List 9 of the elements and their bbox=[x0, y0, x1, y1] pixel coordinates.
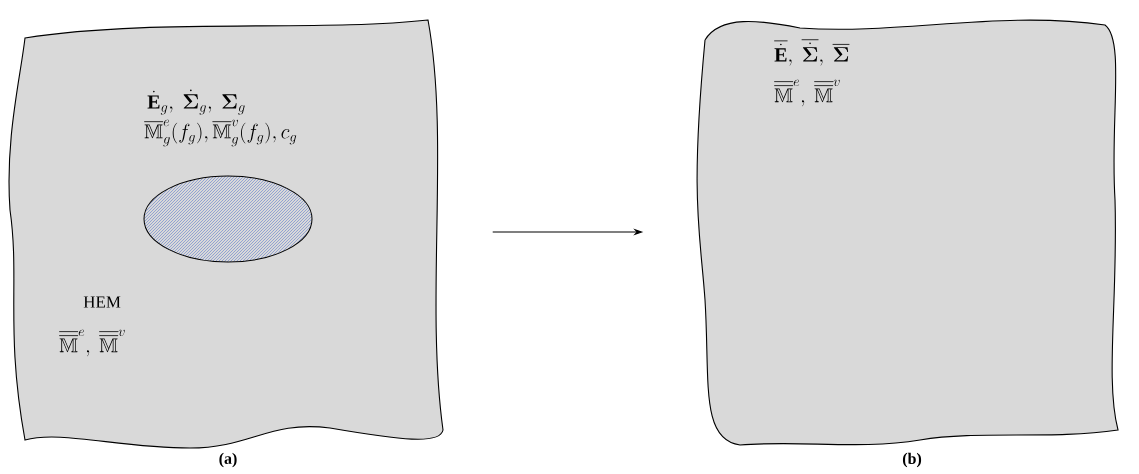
formula: $\dot{\mathbf{E}}_g,\ \dot{\boldsymbol{\Sigma}}_g,\ \boldsymbol{\Sigma}_g$ bbox=[147, 89, 245, 115]
formula: $\overline{\overline{\mathbb{M}}}^e,\ \overline{\overline{\mathbb{M}}}^v$ bbox=[59, 329, 125, 357]
panel-caption: (b) bbox=[902, 452, 922, 468]
region-label: HEM bbox=[83, 296, 121, 308]
formula: $\overline{\mathbb{M}}^e_g(f_g),\overline{\mathbb{M}}^v_g(f_g),c_g$ bbox=[144, 119, 297, 147]
panel-caption: (a) bbox=[219, 452, 237, 468]
hatched-inclusion bbox=[143, 175, 313, 263]
formula: $\overline{\overline{\mathbb{M}}}^e,\ \overline{\overline{\mathbb{M}}}^v$ bbox=[774, 79, 840, 107]
formula: $\overline{\dot{\mathbf{E}}},\ \overline{\dot{\boldsymbol{\Sigma}}},\ \overline{\boldsymbol{\Sigma}}$ bbox=[774, 39, 850, 66]
